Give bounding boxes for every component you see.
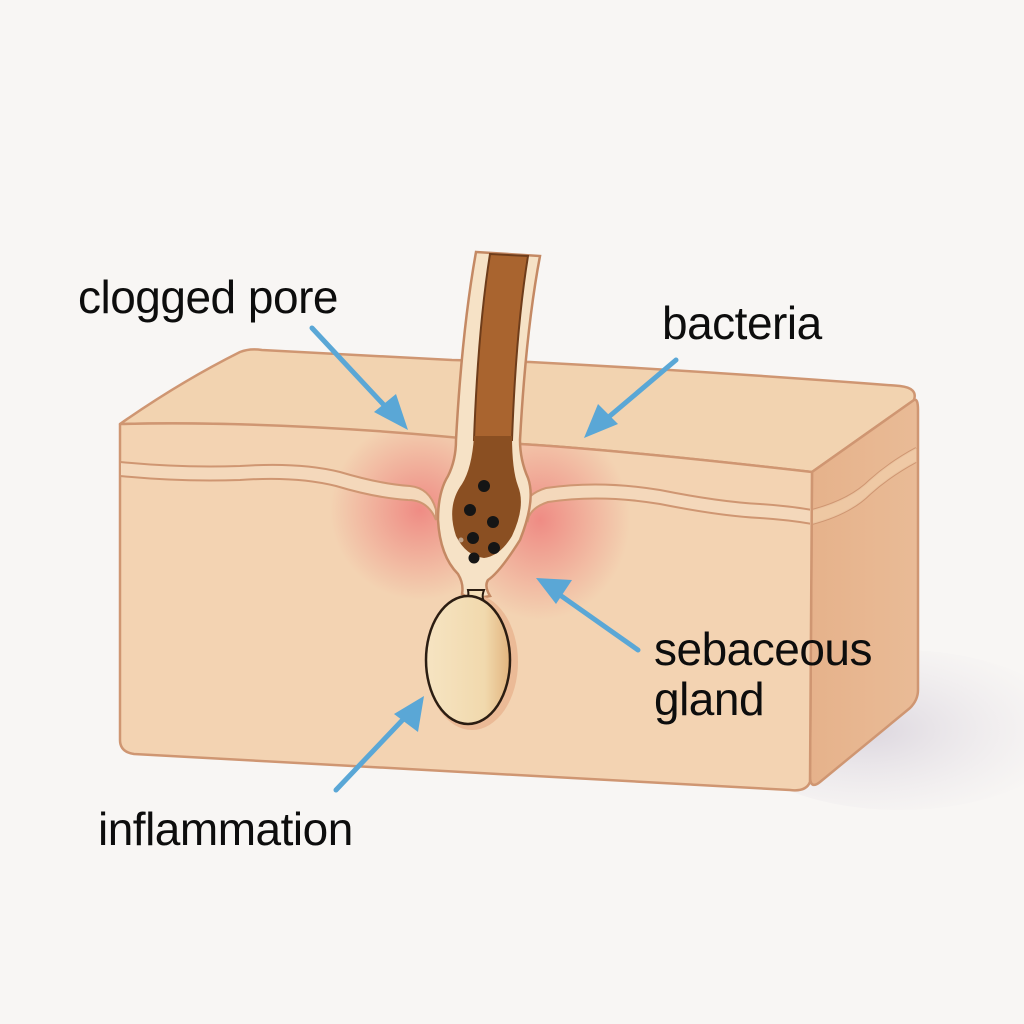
sebaceous-gland [424, 594, 512, 726]
arrow-inflammation [333, 707, 415, 793]
arrow-sebaceous-gland [547, 585, 641, 653]
label-inflammation: inflammation [98, 803, 353, 855]
label-clogged-pore: clogged pore [78, 271, 338, 323]
label-bacteria: bacteria [662, 297, 822, 349]
skin-side-face [808, 398, 920, 787]
epidermis-band [120, 460, 437, 521]
bacteria-cluster [458, 480, 500, 564]
arrow-clogged-pore [309, 325, 399, 421]
arrow-bacteria [595, 357, 679, 429]
label-sebaceous-gland: sebaceous gland [654, 623, 873, 725]
clogged-plug [452, 436, 521, 558]
annotation-arrows [309, 325, 679, 793]
epidermis-band-right [520, 483, 810, 526]
